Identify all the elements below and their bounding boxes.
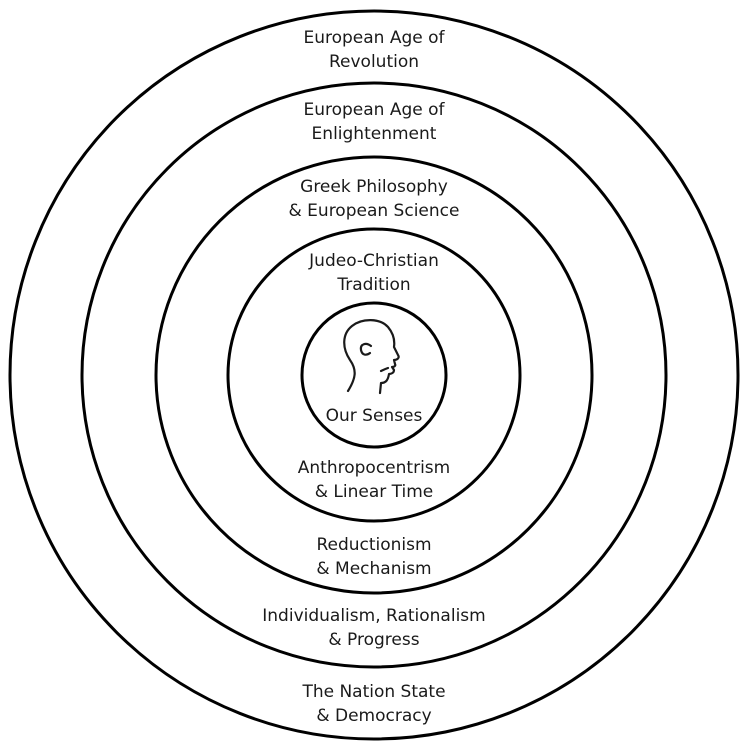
ring-judeo-christian [226, 227, 522, 523]
ring-revolution-top-line-2: Revolution [329, 52, 419, 72]
ring-judeo-top-line-1: Judeo-Christian [308, 251, 439, 271]
ring-greek-philosophy [154, 155, 594, 595]
ring-revolution-bottom-line-2: & Democracy [316, 706, 431, 726]
ring-enlightenment-top-line-1: European Age of [303, 100, 445, 120]
ring-revolution [8, 9, 740, 741]
ring-enlightenment-top-line-2: Enlightenment [312, 124, 437, 144]
center-label: Our Senses [326, 406, 423, 426]
ring-judeo-top-line-2: Tradition [336, 275, 410, 295]
ring-enlightenment-bottom-line-1: Individualism, Rationalism [262, 606, 485, 626]
human-head-profile-icon [343, 319, 400, 395]
ring-revolution-bottom-line-1: The Nation State [301, 682, 445, 702]
ring-greek-top-line-2: & European Science [289, 201, 460, 221]
ring-enlightenment-bottom-line-2: & Progress [328, 630, 419, 650]
ring-enlightenment [80, 81, 668, 669]
ring-greek-top-line-1: Greek Philosophy [300, 177, 448, 197]
center-circle [300, 301, 448, 449]
ring-greek-bottom-line-2: & Mechanism [316, 559, 431, 579]
ring-judeo-bottom-line-1: Anthropocentrism [298, 458, 450, 478]
ring-judeo-bottom-line-2: & Linear Time [315, 482, 434, 502]
ring-greek-bottom-line-1: Reductionism [316, 535, 431, 555]
ring-revolution-top-line-1: European Age of [303, 28, 445, 48]
